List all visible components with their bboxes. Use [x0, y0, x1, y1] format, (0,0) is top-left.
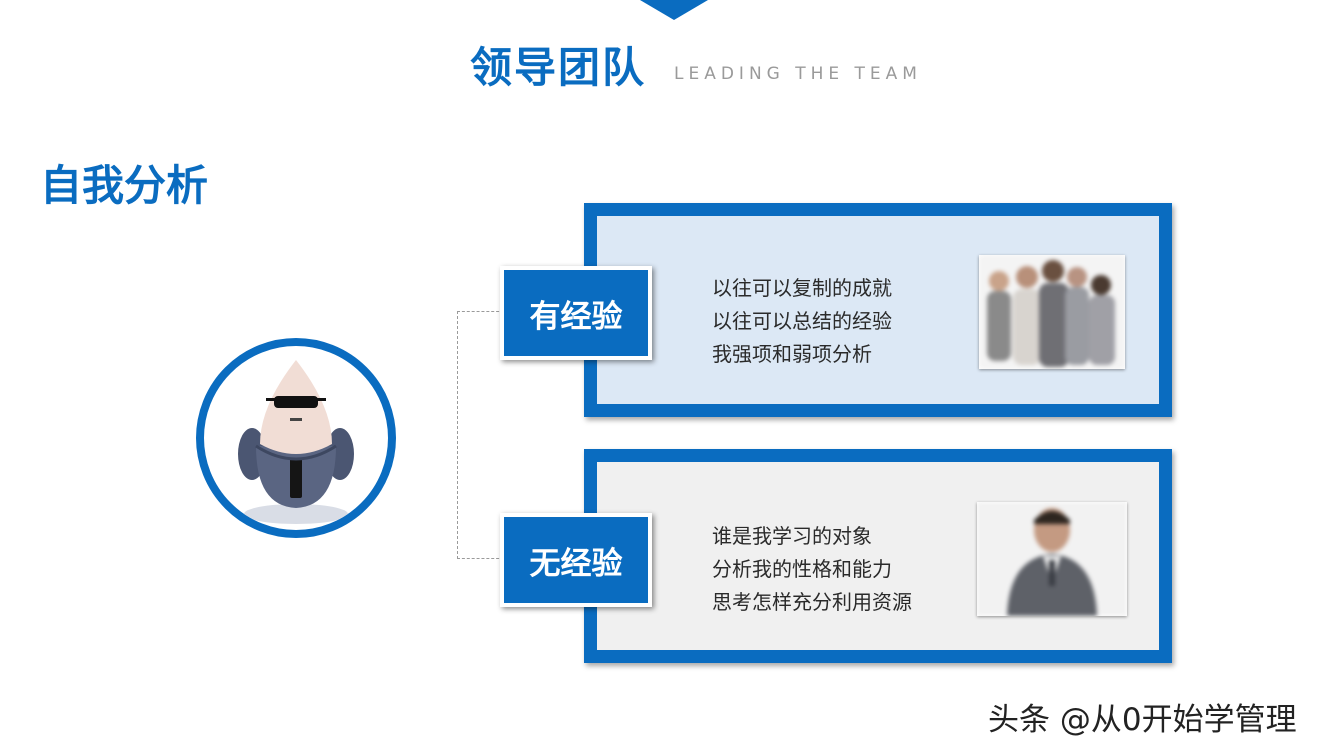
section-title: 自我分析 — [40, 161, 209, 210]
group-photo-icon — [979, 255, 1125, 369]
panel-line: 我强项和弱项分析 — [712, 342, 872, 366]
experienced-label: 有经验 — [500, 266, 652, 360]
experience-text: 以往可以复制的成就 以往可以总结的经验 我强项和弱项分析 — [712, 272, 892, 371]
avatar — [196, 338, 396, 538]
panel-line: 以往可以复制的成就 — [712, 276, 892, 300]
businessman-photo-icon — [977, 502, 1127, 616]
no-experience-text: 谁是我学习的对象 分析我的性格和能力 思考怎样充分利用资源 — [712, 520, 912, 619]
panel-line: 思考怎样充分利用资源 — [712, 590, 912, 614]
agent-figure-icon — [238, 360, 354, 524]
panel-line: 谁是我学习的对象 — [712, 524, 872, 548]
panel-line: 分析我的性格和能力 — [712, 557, 892, 581]
no-experience-panel: 谁是我学习的对象 分析我的性格和能力 思考怎样充分利用资源 — [584, 449, 1172, 663]
panel-line: 以往可以总结的经验 — [712, 309, 892, 333]
bracket-connector — [457, 311, 504, 559]
experience-panel: 以往可以复制的成就 以往可以总结的经验 我强项和弱项分析 — [584, 203, 1172, 417]
page-title: 领导团队 — [470, 43, 647, 92]
inexperienced-label: 无经验 — [500, 513, 652, 607]
watermark: 头条 @从0开始学管理 — [988, 702, 1297, 738]
top-chevron-decoration — [640, 0, 708, 20]
page-subtitle: LEADING THE TEAM — [674, 64, 922, 84]
